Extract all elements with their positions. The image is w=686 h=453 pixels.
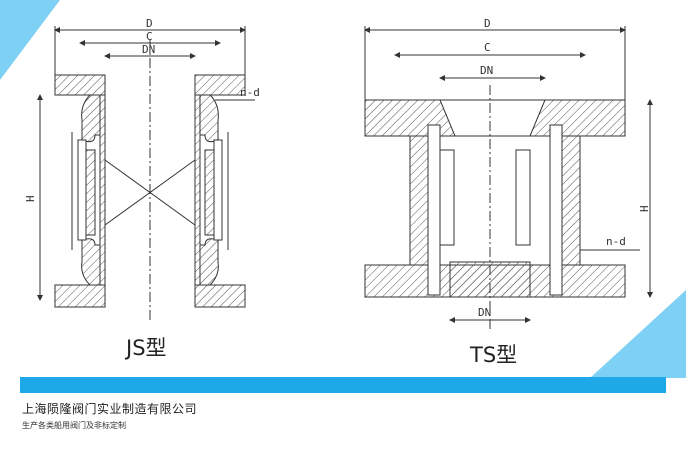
company-name: 上海陨隆阀门实业制造有限公司 bbox=[22, 402, 198, 416]
ts-dim-dn-label: DN bbox=[480, 64, 493, 77]
ts-dim-dn-bottom-label: DN bbox=[478, 306, 491, 319]
ts-dim-nd-label: n-d bbox=[606, 235, 626, 248]
ts-dim-d-label: D bbox=[484, 17, 491, 30]
corner-decoration-top-left bbox=[0, 0, 60, 80]
accent-bar bbox=[20, 377, 666, 393]
js-dim-d-label: D bbox=[146, 17, 153, 30]
js-dim-h-label: H bbox=[24, 195, 37, 202]
js-dim-nd-label: n-d bbox=[240, 86, 260, 99]
ts-valve-drawing bbox=[364, 26, 653, 330]
corner-decoration-bottom-right bbox=[590, 290, 686, 378]
js-model-title: JS型 bbox=[124, 336, 167, 360]
ts-model-title: TS型 bbox=[469, 343, 517, 367]
js-valve-drawing bbox=[37, 26, 255, 320]
ts-dim-h-label: H bbox=[638, 205, 651, 212]
js-dim-c-label: C bbox=[146, 30, 153, 43]
js-dim-dn-label: DN bbox=[142, 43, 155, 56]
ts-dim-c-label: C bbox=[484, 41, 491, 54]
company-slogan: 生产各类船用阀门及非标定制 bbox=[22, 421, 126, 430]
